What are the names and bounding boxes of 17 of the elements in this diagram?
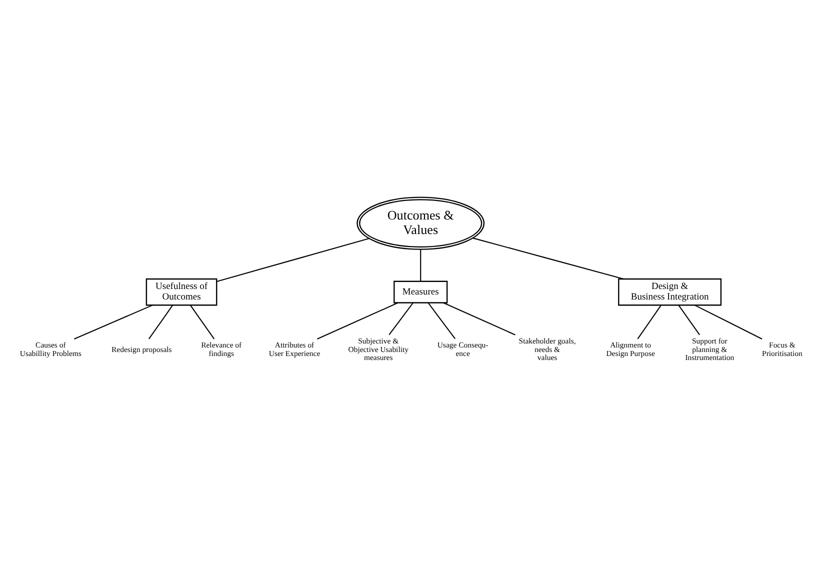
connector (388, 302, 413, 336)
connector (636, 304, 662, 340)
connector (73, 304, 152, 340)
connector (316, 302, 398, 340)
connector (472, 238, 624, 280)
connector (189, 304, 214, 340)
node-ellipse: Outcomes & Values (356, 196, 484, 250)
connector (420, 249, 421, 282)
node-box: Usefulness of Outcomes (145, 278, 217, 306)
connector (442, 302, 515, 336)
connector (427, 302, 456, 340)
node-box: Design & Business Integration (618, 278, 722, 306)
node-box: Measures (393, 280, 448, 304)
connector (216, 238, 369, 282)
connector (694, 304, 762, 340)
connector (148, 304, 173, 340)
connector (678, 304, 700, 336)
